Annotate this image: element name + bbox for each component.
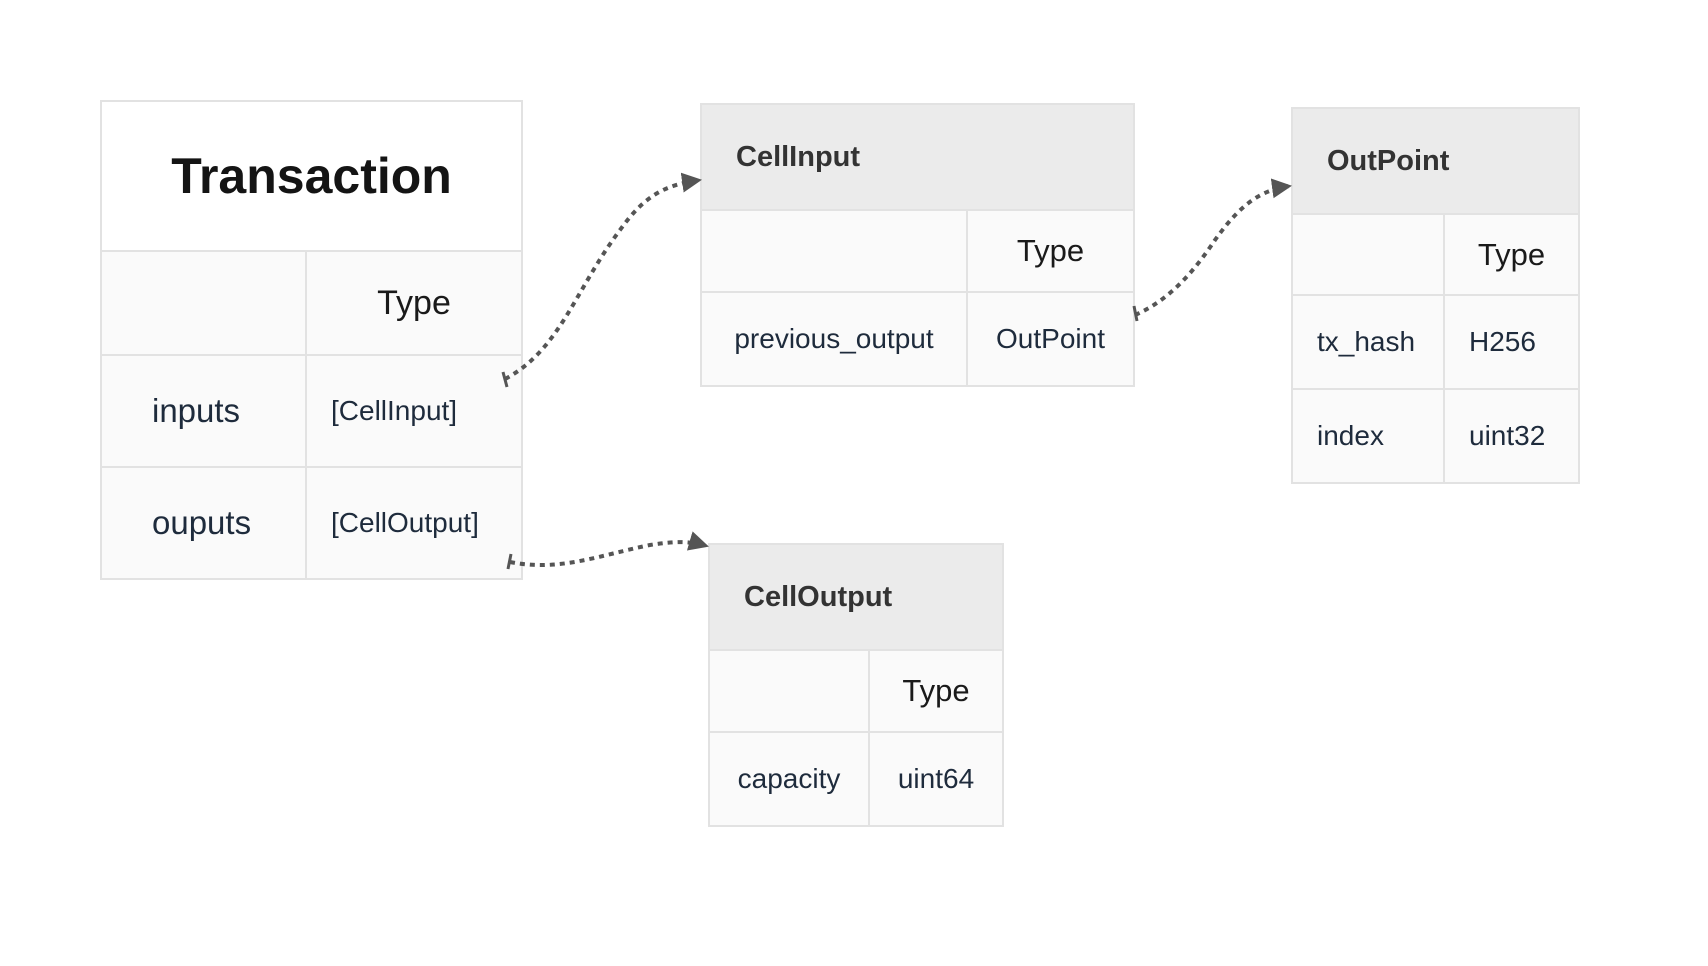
transaction-field-type: [CellOutput] [304,466,524,580]
transaction-field-name: ouputs [100,466,307,580]
transaction-type-header: Type [304,250,524,356]
out-point-field-name: index [1291,388,1445,484]
out-point-title: OutPoint [1290,107,1581,215]
cell-output-table: CellOutput Type capacity uint64 [707,543,1005,827]
cell-output-name-header [708,649,870,733]
transaction-field-name: inputs [100,354,307,468]
cell-input-title: CellInput [699,103,1136,211]
connector-previous-output-to-outpoint [1132,178,1292,322]
cell-output-field-type: uint64 [867,731,1005,827]
out-point-type-header: Type [1442,213,1581,296]
cell-input-field-type: OutPoint [965,291,1136,387]
connector-outputs-to-celloutput [506,531,709,570]
connector-inputs-to-cellinput [501,172,702,388]
transaction-name-header [100,250,307,356]
cell-input-name-header [700,209,968,293]
transaction-field-type: [CellInput] [304,354,524,468]
out-point-field-name: tx_hash [1291,294,1445,390]
cell-output-field-name: capacity [708,731,870,827]
cell-input-type-header: Type [965,209,1136,293]
out-point-name-header [1291,213,1445,296]
cell-input-field-name: previous_output [700,291,968,387]
transaction-title: Transaction [99,100,524,252]
cell-output-type-header: Type [867,649,1005,733]
out-point-field-type: uint32 [1442,388,1581,484]
cell-input-table: CellInput Type previous_output OutPoint [699,103,1136,387]
cell-output-title: CellOutput [707,543,1005,651]
transaction-table: Transaction Type inputs [CellInput] oupu… [99,100,524,580]
out-point-table: OutPoint Type tx_hash H256 index uint32 [1290,107,1581,484]
out-point-field-type: H256 [1442,294,1581,390]
